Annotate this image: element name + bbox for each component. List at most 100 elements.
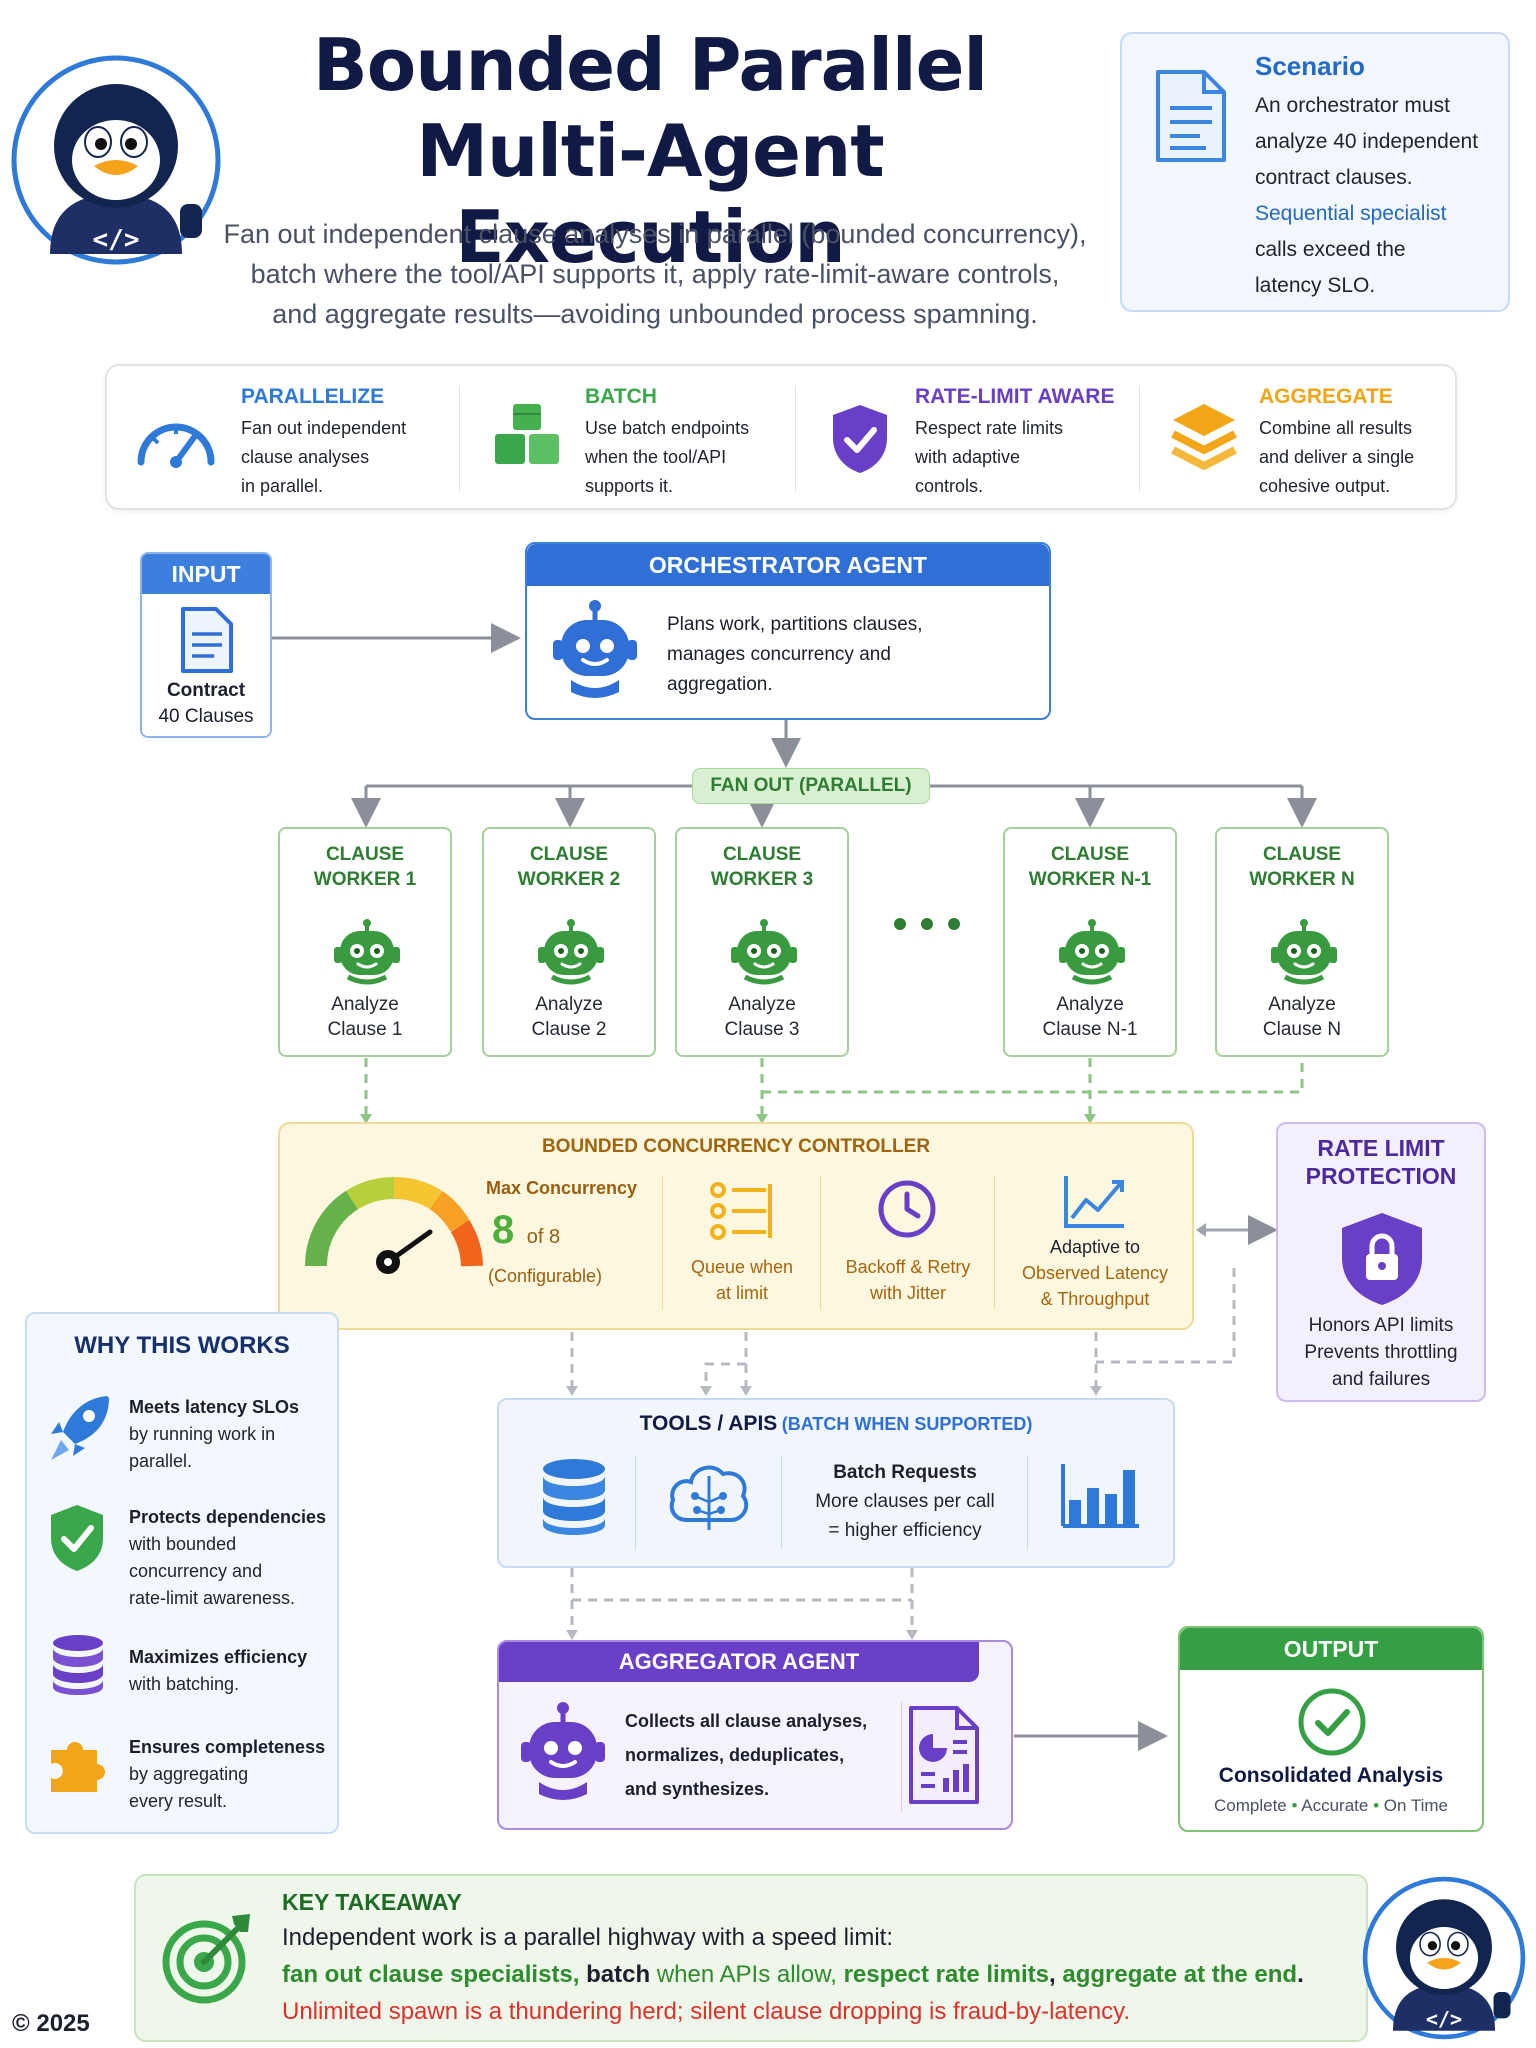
tools-title: TOOLS / APIS (639, 1412, 778, 1435)
scenario-line: An orchestrator must (1255, 94, 1450, 117)
worker-desc: Analyze (728, 994, 796, 1015)
controller-item-line: Backoff & Retry (845, 1257, 971, 1277)
takeaway-part: . (1297, 1961, 1304, 1988)
penguin-mascot-icon: </> (1362, 1876, 1526, 2040)
tools-apis-card: TOOLS / APIS (BATCH WHEN SUPPORTED) Batc… (497, 1398, 1175, 1568)
worker-desc: Clause 3 (724, 1019, 800, 1040)
tools-title-note: (BATCH WHEN SUPPORTED) (781, 1414, 1033, 1434)
worker-desc: Analyze (1056, 994, 1124, 1015)
shield-lock-icon (1342, 1213, 1422, 1305)
input-card: INPUT Contract 40 Clauses (140, 552, 272, 738)
orchestrator-line: manages concurrency and (667, 644, 891, 665)
subtitle-line: Fan out independent clause analyses in p… (223, 219, 1087, 249)
green-robot-icon (1271, 919, 1337, 985)
takeaway-part: fan out clause specialists, (282, 1961, 587, 1988)
features-strip: PARALLELIZE Fan out independent clause a… (105, 364, 1457, 510)
orchestrator-card: ORCHESTRATOR AGENT Plans work, partition… (525, 542, 1051, 720)
puzzle-icon (51, 1742, 105, 1792)
tag-separator: • (1291, 1796, 1298, 1815)
rocket-icon (51, 1396, 109, 1460)
feature-line: Respect rate limits (915, 418, 1064, 438)
worker-desc: Analyze (1268, 994, 1336, 1015)
controller-item-line: Queue when (690, 1257, 794, 1277)
queue-list-icon (710, 1182, 772, 1240)
check-circle-icon (1298, 1688, 1366, 1756)
takeaway-part: , (1049, 1961, 1063, 1988)
takeaway-line2: fan out clause specialists, batch when A… (282, 1956, 1362, 1993)
green-robot-icon (1059, 919, 1125, 985)
aggregator-header: AGGREGATOR AGENT (499, 1642, 979, 1682)
feature-line: and deliver a single (1259, 447, 1415, 467)
takeaway-part: when APIs allow, (650, 1961, 844, 1988)
configurable-label: (Configurable) (488, 1266, 603, 1286)
feature-line: in parallel. (241, 476, 324, 496)
rate-limit-line: Honors API limits (1308, 1315, 1454, 1336)
batch-title: Batch Requests (833, 1462, 977, 1483)
svg-text:</>: </> (93, 225, 140, 255)
input-label2: 40 Clauses (158, 706, 254, 727)
controller-item-line: & Throughput (1040, 1289, 1150, 1309)
aggregator-line: normalizes, deduplicates, (625, 1745, 845, 1765)
orchestrator-header: ORCHESTRATOR AGENT (527, 544, 1049, 586)
input-label1: Contract (166, 680, 246, 701)
feature-line: Use batch endpoints (585, 418, 750, 438)
why-item-line: with batching. (129, 1674, 240, 1694)
why-item-line: by running work in (129, 1424, 276, 1444)
scenario-line: analyze 40 independent (1255, 130, 1479, 153)
purple-robot-icon (521, 1702, 605, 1800)
concurrency-controller-card: BOUNDED CONCURRENCY CONTROLLER Max Concu… (278, 1122, 1194, 1330)
why-item-title: Maximizes efficiency (129, 1647, 308, 1667)
subtitle-line: batch where the tool/API supports it, ap… (250, 259, 1060, 289)
report-document-icon (909, 1706, 979, 1804)
takeaway-line3: Unlimited spawn is a thundering herd; si… (282, 1998, 1131, 2025)
max-concurrency-label: Max Concurrency (486, 1178, 638, 1198)
subtitle-line: and aggregate results—avoiding unbounded… (272, 299, 1038, 329)
takeaway-line1: Independent work is a parallel highway w… (282, 1924, 894, 1951)
ai-cloud-brain-icon (669, 1465, 749, 1530)
why-item-title: Ensures completeness (129, 1737, 326, 1757)
green-robot-icon (731, 919, 797, 985)
scenario-line: latency SLO. (1255, 274, 1376, 297)
tag-separator: • (1373, 1796, 1380, 1815)
feature-line: cohesive output. (1259, 476, 1391, 496)
scenario-card: Scenario An orchestrator must analyze 40… (1120, 32, 1510, 312)
why-this-works-panel: WHY THIS WORKS Meets latency SLOs by run… (25, 1312, 339, 1834)
feature-line: clause analyses (241, 447, 370, 467)
worker-desc: Clause N-1 (1042, 1019, 1138, 1040)
logo-top: </> (10, 54, 222, 266)
green-robot-icon (334, 919, 400, 985)
feature-title: AGGREGATE (1259, 385, 1393, 408)
layers-icon (1171, 404, 1237, 470)
output-tag: Accurate (1301, 1796, 1369, 1815)
feature-line: with adaptive (915, 447, 1021, 467)
max-concurrency-of: of 8 (526, 1226, 561, 1248)
why-item-title: Meets latency SLOs (129, 1397, 300, 1417)
takeaway-part: respect rate limits (843, 1961, 1050, 1988)
why-item-line: rate-limit awareness. (129, 1588, 296, 1608)
takeaway-title: KEY TAKEAWAY (282, 1889, 462, 1915)
controller-item-line: Adaptive to (1049, 1237, 1141, 1257)
green-robot-icon (538, 919, 604, 985)
cubes-icon (495, 404, 559, 464)
shield-icon (51, 1505, 103, 1571)
why-item-line: concurrency and (129, 1561, 263, 1581)
scenario-line: contract clauses. (1255, 166, 1413, 189)
feature-line: controls. (915, 476, 984, 496)
logo-bottom: </> (1362, 1876, 1526, 2040)
why-title: WHY THIS WORKS (74, 1332, 290, 1359)
aggregator-line: Collects all clause analyses, (625, 1711, 868, 1731)
batch-line: More clauses per call (815, 1491, 995, 1512)
worker-desc: Clause 1 (327, 1019, 403, 1040)
clock-icon (878, 1180, 936, 1238)
aggregator-line: and synthesizes. (625, 1779, 770, 1799)
rate-limit-line: and failures (1331, 1369, 1431, 1390)
output-card: OUTPUT Consolidated Analysis Complete • … (1178, 1626, 1484, 1832)
controller-item-line: Observed Latency (1021, 1263, 1169, 1283)
feature-line: when the tool/API (585, 447, 727, 467)
feature-line: supports it. (585, 476, 674, 496)
